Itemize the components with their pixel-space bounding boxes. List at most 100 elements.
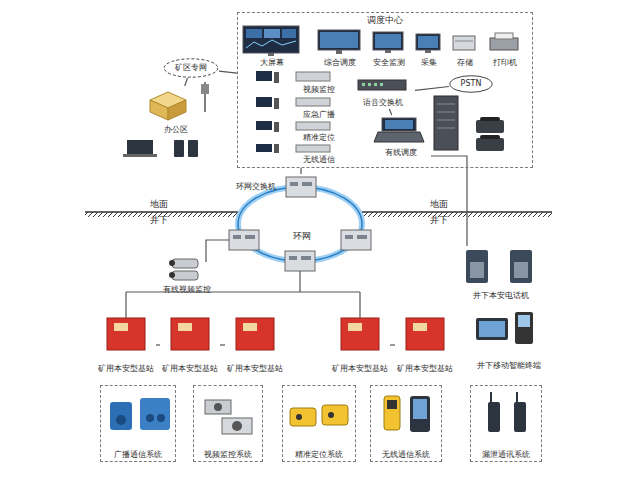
node-label: 办公区 [164, 125, 188, 135]
device-node: 打印机 [483, 25, 527, 69]
connector [185, 78, 188, 86]
node-label: 环网交换机 [236, 182, 276, 192]
ellipse-shape [164, 59, 218, 77]
node-label: 矿用本安型基站 [227, 364, 283, 373]
node-label: 精准定位 [303, 133, 335, 143]
wired-dispatch-node: 有线调度 [371, 115, 431, 159]
leaky-icons [488, 392, 526, 432]
ring-switch-icons [229, 177, 371, 271]
node-label: 打印机 [493, 58, 517, 68]
node-label: 井下移动智能终端 [477, 361, 541, 371]
system-box: 精准定位系统 [282, 385, 356, 462]
server-node: 应急广播 [253, 97, 335, 121]
system-box: 广播通信系统 [100, 385, 176, 462]
node-label: 矿用本安型基站 [397, 364, 453, 373]
base-station-node: 矿用本安型基站 [225, 316, 285, 374]
printer-icon [490, 33, 518, 50]
connector [156, 345, 160, 346]
switch-ports [233, 182, 367, 260]
terminal-node: 井下移动智能终端 [468, 308, 550, 372]
connector-line [300, 168, 301, 174]
connector [415, 87, 449, 91]
node-label: 综合调度 [324, 58, 356, 68]
video-icons [205, 400, 252, 434]
connector [431, 156, 467, 246]
connector [301, 168, 302, 174]
connector [220, 345, 225, 346]
node-label: 矿用本安型基站 [332, 364, 388, 373]
camera-icon [169, 259, 198, 280]
ellipse-shape [450, 76, 492, 93]
dispatch-console-icon [374, 118, 424, 142]
node-label: 大屏幕 [260, 58, 284, 68]
node-label: 安全监测 [373, 58, 405, 68]
node-label: 视频监控 [303, 85, 335, 95]
region-label: 环网 [293, 231, 311, 242]
node-label: 采集 [421, 58, 437, 68]
node-label: 矿区专网 [175, 63, 207, 73]
node-label: 矿用本安型基站 [98, 364, 154, 373]
node-label: 精准定位系统 [295, 450, 343, 460]
system-box: 视频监控系统 [193, 385, 263, 462]
server-node: 无线通信 [253, 144, 335, 166]
base-station-node: 矿用本安型基站 [395, 316, 455, 374]
connector-line [220, 344, 225, 345]
camera-node: 有线视频监控 [152, 256, 222, 296]
connector-line [390, 344, 395, 345]
device-node: 大屏幕 [241, 23, 303, 69]
region-label: 井下 [430, 215, 448, 226]
node-label: 矿用本安型基站 [162, 364, 218, 373]
device-node: 综合调度 [313, 25, 367, 69]
node-label: 漏泄通讯系统 [482, 450, 530, 460]
base-station-node: 矿用本安型基站 [96, 316, 156, 374]
node-label: 应急广播 [303, 110, 335, 120]
broadcast-icons [110, 398, 170, 430]
system-box: 漏泄通讯系统 [470, 385, 542, 462]
node-label: 有线视频监控 [163, 285, 211, 295]
wires [126, 240, 360, 318]
connector-line [219, 71, 237, 73]
monitor-icons [318, 30, 440, 50]
screen-fill [320, 32, 438, 48]
storage-line [455, 41, 473, 42]
mobile-terminal-icons [476, 312, 533, 344]
wireless-icons [384, 396, 430, 432]
positioning-icons [290, 405, 348, 426]
connector [390, 345, 395, 346]
node-label: 广播通信系统 [114, 450, 162, 460]
connector-line [415, 87, 449, 91]
server-node: 精准定位 [253, 121, 335, 144]
voice-switch-icon [358, 80, 406, 90]
node-label: 有线调度 [385, 148, 417, 158]
connector-line [185, 78, 188, 86]
dispatch-center-box: 调度中心大屏幕 综合调度 安全监测 采集 存储 打印机视频监控应急广播精准定位无线通信 语音… [237, 12, 533, 168]
device-node: 安全监测 [369, 25, 409, 69]
base-station-windows [114, 323, 427, 331]
voice-switch-node: 语音交换机 [351, 79, 415, 109]
node-label: 存储 [457, 58, 473, 68]
phone-node: 井下本安电话机 [455, 246, 547, 302]
connector-line [389, 109, 392, 115]
ring-switch-node: 环网交换机 [236, 174, 318, 200]
network-ellipse: 矿区专网 [163, 58, 219, 78]
pstn-ellipse: PSTN [449, 75, 493, 93]
base-station-node: 矿用本安型基站 [160, 316, 220, 374]
device-node: 存储 [449, 25, 481, 69]
device-node: 采集 [411, 25, 447, 69]
monitor-stands [336, 50, 431, 54]
node-label: 无线通信 [303, 155, 335, 165]
connector [219, 71, 237, 73]
node-label: 调度中心 [367, 15, 403, 26]
desk-phone-icons [476, 117, 504, 151]
connector-line [431, 156, 467, 246]
base-station-node: 矿用本安型基站 [330, 316, 390, 374]
office-node: 办公区 [140, 86, 212, 136]
office-icon [123, 82, 209, 157]
storage-icon [453, 36, 475, 50]
connector [389, 109, 392, 115]
region-label: 地面 [150, 199, 168, 210]
rack-icon [434, 96, 458, 150]
